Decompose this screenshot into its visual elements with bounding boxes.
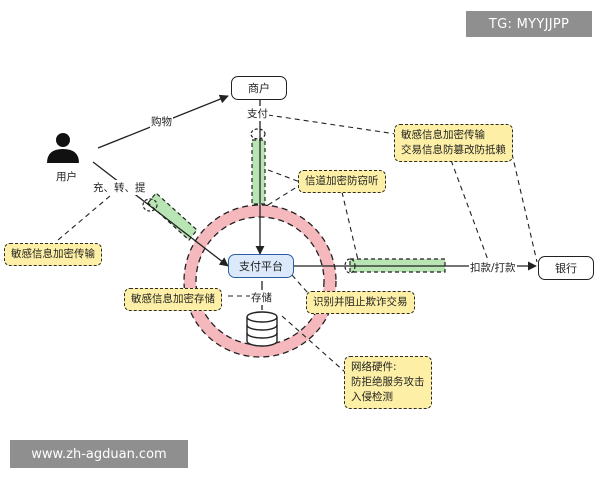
recharge-label: 充、转、提 — [92, 180, 147, 195]
payment-label: 支付 — [246, 106, 269, 121]
encrypted-channel-merchant — [250, 128, 266, 205]
note-storage-encrypt: 敏感信息加密存储 — [124, 288, 222, 311]
note-network-hw-line1: 网络硬件: — [351, 361, 397, 373]
platform-node: 支付平台 — [228, 254, 294, 278]
merchant-node: 商户 — [231, 76, 287, 100]
note-merchant-bank-line1: 敏感信息加密传输 — [401, 129, 485, 141]
note-transmission-left: 敏感信息加密传输 — [4, 243, 102, 266]
storage-label: 存储 — [250, 290, 273, 305]
note-network-hw: 网络硬件: 防拒绝服务攻击 入侵检测 — [344, 356, 432, 409]
deduct-label: 扣款/打款 — [469, 260, 517, 275]
database-icon — [246, 311, 278, 347]
note-merchant-bank-line2: 交易信息防篡改防抵赖 — [401, 144, 506, 156]
note-fraud: 识别并阻止欺诈交易 — [306, 291, 415, 314]
user-label: 用户 — [55, 169, 78, 184]
bank-node: 银行 — [538, 256, 594, 280]
shopping-label: 购物 — [150, 114, 173, 129]
note-network-hw-line3: 入侵检测 — [351, 391, 393, 403]
watermark-top: TG: MYYJJPP — [466, 11, 592, 37]
watermark-bottom: www.zh-agduan.com — [10, 440, 188, 468]
note-anti-eavesdrop: 信道加密防窃听 — [298, 170, 386, 193]
note-merchant-bank: 敏感信息加密传输 交易信息防篡改防抵赖 — [394, 124, 513, 162]
note-network-hw-line2: 防拒绝服务攻击 — [351, 376, 425, 388]
encrypted-channel-user — [142, 192, 198, 241]
user-icon — [47, 133, 79, 163]
edge-user-platform — [92, 161, 229, 267]
